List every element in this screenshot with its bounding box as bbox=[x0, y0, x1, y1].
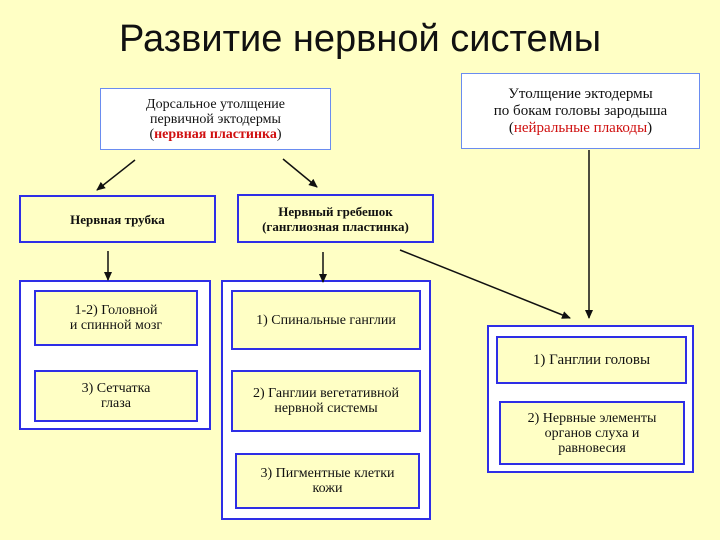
hearing-line3: равновесия bbox=[558, 440, 626, 456]
autonomic-ganglia-box: 2) Ганглии вегетативной нервной системы bbox=[231, 370, 421, 432]
neural-plate-highlight: нервная пластинка bbox=[154, 126, 277, 142]
spinal-ganglia-label: 1) Спинальные ганглии bbox=[256, 312, 396, 328]
brain-line2: и спинной мозг bbox=[69, 318, 163, 333]
autonomic-line2: нервной системы bbox=[274, 401, 378, 416]
tube-derivatives-group: 1-2) Головной и спинной мозг 3) Сетчатка… bbox=[19, 280, 211, 430]
arrow-plate-to-crest bbox=[282, 158, 318, 188]
retina-line2: глаза bbox=[101, 396, 131, 411]
placode-derivatives-group: 1) Ганглии головы 2) Нервные элементы ор… bbox=[487, 325, 694, 473]
neural-crest-line1: Нервный гребешок bbox=[278, 203, 393, 219]
placodes-highlight: нейральные плакоды bbox=[513, 119, 648, 136]
neural-crest-box: Нервный гребешок (ганглиозная пластинка) bbox=[237, 194, 434, 243]
neural-plate-line2: первичной эктодермы bbox=[150, 111, 281, 127]
spinal-ganglia-box: 1) Спинальные ганглии bbox=[231, 290, 421, 350]
placodes-line1: Утолщение эктодермы bbox=[508, 85, 653, 102]
crest-derivatives-group: 1) Спинальные ганглии 2) Ганглии вегетат… bbox=[221, 280, 431, 520]
pigment-line1: 3) Пигментные клетки bbox=[260, 466, 395, 481]
placodes-line3: (нейральные плакоды) bbox=[508, 119, 653, 136]
pigment-line2: кожи bbox=[312, 481, 343, 496]
neural-plate-line1: Дорсальное утолщение bbox=[146, 96, 285, 112]
head-ganglia-label: 1) Ганглии головы bbox=[532, 351, 651, 368]
arrow-plate-to-tube bbox=[96, 159, 136, 191]
neural-plate-box: Дорсальное утолщение первичной эктодермы… bbox=[100, 88, 331, 150]
pigment-cells-box: 3) Пигментные клетки кожи bbox=[235, 453, 420, 509]
retina-line1: 3) Сетчатка bbox=[81, 381, 151, 396]
hearing-line1: 2) Нервные элементы bbox=[527, 410, 657, 426]
hearing-elements-box: 2) Нервные элементы органов слуха и равн… bbox=[499, 401, 685, 465]
arrow-crest-to-head-ganglia bbox=[399, 249, 571, 319]
brain-spinal-cord-box: 1-2) Головной и спинной мозг bbox=[34, 290, 198, 346]
neural-tube-label: Нервная трубка bbox=[70, 211, 165, 227]
neural-plate-line3: (нервная пластинка) bbox=[149, 126, 282, 142]
neural-tube-box: Нервная трубка bbox=[19, 195, 216, 243]
brain-line1: 1-2) Головной bbox=[74, 303, 158, 318]
autonomic-line1: 2) Ганглии вегетативной bbox=[253, 386, 399, 401]
hearing-line2: органов слуха и bbox=[544, 425, 640, 441]
head-ganglia-box: 1) Ганглии головы bbox=[496, 336, 687, 384]
retina-box: 3) Сетчатка глаза bbox=[34, 370, 198, 422]
page-title: Развитие нервной системы bbox=[118, 18, 602, 60]
placodes-line2: по бокам головы зародыша bbox=[493, 102, 668, 119]
neural-crest-line2: (ганглиозная пластинка) bbox=[262, 218, 409, 234]
placodes-box: Утолщение эктодермы по бокам головы заро… bbox=[461, 73, 700, 149]
